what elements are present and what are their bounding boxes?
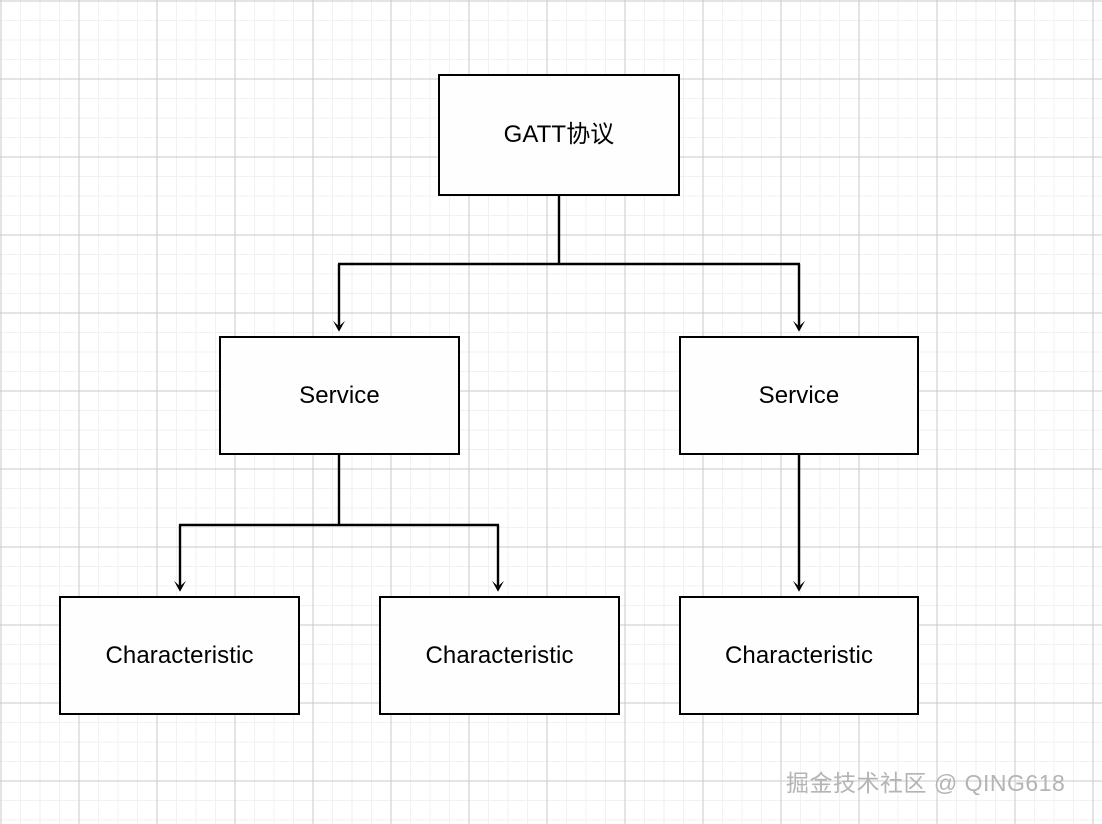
edge-service1-to-characteristics	[174, 455, 504, 592]
node-gatt-protocol[interactable]: GATT协议	[438, 74, 680, 196]
node-characteristic-3-label: Characteristic	[724, 641, 874, 669]
node-characteristic-1[interactable]: Characteristic	[59, 596, 300, 715]
node-service-left[interactable]: Service	[219, 336, 460, 455]
edge-gatt-to-services	[333, 196, 805, 332]
node-characteristic-2[interactable]: Characteristic	[379, 596, 620, 715]
node-characteristic-3[interactable]: Characteristic	[679, 596, 919, 715]
node-characteristic-2-label: Characteristic	[425, 641, 574, 669]
node-service-right-label: Service	[758, 381, 840, 409]
node-service-left-label: Service	[299, 381, 380, 409]
node-service-right[interactable]: Service	[679, 336, 919, 455]
node-characteristic-1-label: Characteristic	[105, 641, 254, 669]
watermark-text: 掘金技术社区 @ QING618	[786, 770, 1066, 796]
node-gatt-protocol-label: GATT协议	[503, 121, 615, 148]
